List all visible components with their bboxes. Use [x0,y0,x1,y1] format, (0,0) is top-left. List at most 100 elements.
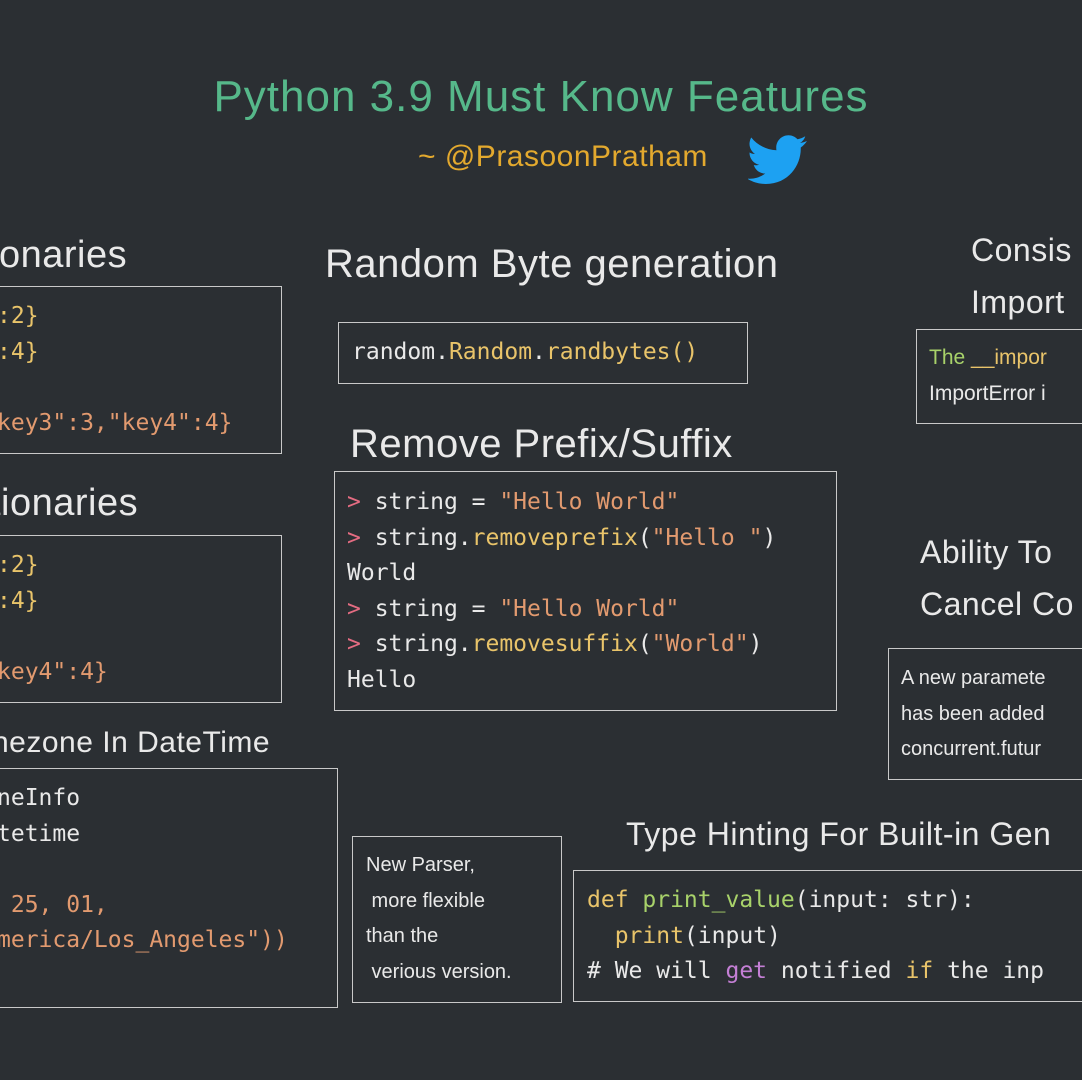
consistent-import-heading-line1: Consis [971,232,1072,268]
code-token: string. [374,524,472,551]
code-line: key3":3,"key4":4} [0,406,232,442]
code-token: () [670,339,699,365]
code-token: randbytes [545,339,671,365]
code-token: > [347,489,375,515]
code-line: merica/Los_Angeles")) [0,923,288,959]
consistent-import-heading-line2: Import [971,284,1065,320]
code-token: : [877,887,906,913]
cancel-text: A new paramete has been added concurrent.f… [901,661,1046,768]
code-line [0,619,108,655]
timezone-code: neInfo tetime 25, 01, merica/Los_Angeles")… [0,781,288,959]
code-token: __impor [971,346,1047,369]
code-token: Hello [347,666,417,693]
code-line [0,370,232,406]
text-line: has been added [901,702,1045,725]
timezone-heading: nezone In DateTime [0,726,271,759]
merge-dict-heading: ionaries [0,234,128,276]
code-token: get [725,958,768,984]
code-line: > string = "Hello World" [347,485,776,521]
update-dict-code: :2} :4} key4":4} [0,548,108,690]
timezone-box: neInfo tetime 25, 01, merica/Los_Angeles")… [0,768,338,1008]
code-token: # We will [587,958,726,984]
code-token: ( [637,524,652,551]
merge-dict-code: :2}:4}key3":3,"key4":4} [0,299,232,441]
code-line: def print_value(input: str): [587,883,1044,919]
code-token: input [808,887,878,913]
code-line: World [347,556,776,592]
code-token: key4":4} [0,658,108,685]
code-token: :2} [0,552,39,578]
code-line: > string.removeprefix("Hello ") [347,521,776,557]
code-token: "World" [651,631,749,657]
code-token: "Hello World" [499,595,680,622]
code-line: 25, 01, [0,888,288,924]
prefix-suffix-box: > string = "Hello World"> string.removep… [334,471,837,711]
code-token: :4} [0,587,39,614]
code-token: "Hello " [651,524,763,551]
code-line: # We will get notified if the inp [587,954,1044,990]
code-token: def [587,887,643,913]
code-line: :2} [0,299,232,335]
code-line [0,852,288,888]
text-line: A new paramete [901,667,1046,689]
code-token: 25, 01, [0,891,108,918]
random-byte-heading: Random Byte generation [325,242,779,286]
text-line: New Parser, [366,854,475,876]
random-byte-box: random.Random.randbytes() [338,322,748,384]
merge-dict-box: :2}:4}key3":3,"key4":4} [0,286,282,454]
prefix-suffix-code: > string = "Hello World"> string.removep… [347,485,776,698]
twitter-bird-icon [748,135,807,184]
code-token: . [532,339,546,365]
code-line: random.Random.randbytes() [352,335,698,371]
code-token: ( [637,631,652,657]
author-handle: ~ @PrasoonPratham [418,140,708,173]
code-token: the inp [933,958,1044,984]
code-token: string = [374,489,500,515]
code-line: :4} [0,584,108,620]
cancel-heading-line2: Cancel Co [920,586,1074,622]
page-title: Python 3.9 Must Know Features [213,72,869,121]
code-line: neInfo [0,781,288,817]
new-parser-box: New Parser, more flexible than the veriou… [352,836,562,1003]
code-token: The [929,346,972,369]
code-token: World [347,560,417,586]
code-token: > [347,595,375,622]
text-line: than the [366,925,439,947]
code-token: ): [947,887,975,913]
code-token: ImportError i [929,381,1046,405]
code-line: key4":4} [0,655,108,691]
code-token: merica/Los_Angeles")) [0,927,288,953]
code-line: tetime [0,817,288,853]
code-token: Random [448,339,533,365]
code-token: string. [374,631,472,657]
code-token: ( [794,887,809,913]
type-hinting-code: def print_value(input: str): print(input… [587,883,1044,990]
cancel-heading-line1: Ability To [920,534,1053,570]
code-token: "Hello World" [499,489,680,515]
code-token: tetime [0,820,81,847]
type-hinting-box: def print_value(input: str): print(input… [573,870,1082,1002]
code-line: print(input) [587,919,1044,955]
code-token: if [905,958,934,984]
code-token: neInfo [0,785,81,811]
code-token [587,923,615,949]
text-line: more flexible [366,889,485,912]
code-token: str [905,887,948,913]
code-token: . [435,339,449,365]
new-parser-text: New Parser, more flexible than the veriou… [366,848,512,990]
cancel-box: A new paramete has been added concurrent.f… [888,648,1082,780]
prefix-suffix-heading: Remove Prefix/Suffix [350,422,733,466]
code-token: > [347,524,375,551]
code-token: ) [748,631,763,657]
code-line: Hello [347,663,776,699]
code-token: random [352,339,436,365]
text-line: verious version. [366,960,512,983]
update-dict-box: :2} :4} key4":4} [0,535,282,703]
code-token: (input) [683,922,781,949]
code-line: ImportError i [929,376,1047,412]
text-line: concurrent.futur [901,738,1042,760]
code-token: notified [767,958,906,984]
code-token: removeprefix [471,524,638,551]
